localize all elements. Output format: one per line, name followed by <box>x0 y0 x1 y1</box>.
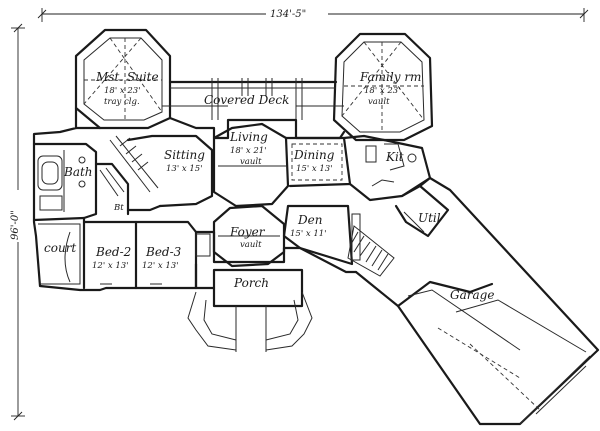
width-dimension: 134'-5" <box>270 9 306 20</box>
bt-label: Bt <box>113 203 124 213</box>
depth-dimension: 96'-0" <box>10 210 21 240</box>
master-suite-walls <box>74 28 172 130</box>
util-label: Util <box>418 211 441 225</box>
kitchen-walls <box>342 134 432 202</box>
family-room-size: 18' x 23' <box>364 86 401 96</box>
garage-wing <box>354 176 600 426</box>
family-room-label: Family rm <box>359 70 421 84</box>
dining-label: Dining <box>293 148 335 162</box>
dining-size: 15' x 13' <box>296 164 333 174</box>
den-size: 15' x 11' <box>290 229 327 239</box>
master-suite-note: tray clg. <box>104 97 140 107</box>
garage-label: Garage <box>450 288 494 302</box>
master-suite-label: Mst. Suite <box>95 70 159 84</box>
family-room-note: vault <box>368 97 390 107</box>
living-size: 18' x 21' <box>230 146 267 156</box>
foyer-walls <box>212 204 286 268</box>
covered-deck <box>162 78 344 120</box>
bed2-size: 12' x 13' <box>92 261 129 271</box>
bath-label: Bath <box>63 165 93 179</box>
sitting-size: 13' x 15' <box>166 164 203 174</box>
living-label: Living <box>229 130 268 144</box>
foyer-label: Foyer <box>229 225 266 239</box>
family-room-walls <box>332 32 434 142</box>
sitting-walls <box>109 134 214 208</box>
dining-walls <box>284 136 352 188</box>
foyer-note: vault <box>240 240 262 250</box>
bed3-label: Bed-3 <box>145 245 182 259</box>
bedroom-walls <box>82 204 198 290</box>
living-note: vault <box>240 157 262 167</box>
kit-label: Kit <box>385 150 404 164</box>
porch-label: Porch <box>233 276 269 290</box>
covered-deck-label: Covered Deck <box>204 93 289 107</box>
court <box>38 223 81 285</box>
bath-walls <box>32 142 130 222</box>
sitting-label: Sitting <box>164 148 205 162</box>
bed3-size: 12' x 13' <box>142 261 179 271</box>
stairs <box>347 225 395 277</box>
court-label: court <box>44 241 76 255</box>
porch <box>187 233 313 352</box>
den-label: Den <box>297 213 322 227</box>
living-walls <box>212 122 290 208</box>
bed2-label: Bed-2 <box>95 245 131 259</box>
master-suite-size: 18' x 23' <box>104 86 141 96</box>
